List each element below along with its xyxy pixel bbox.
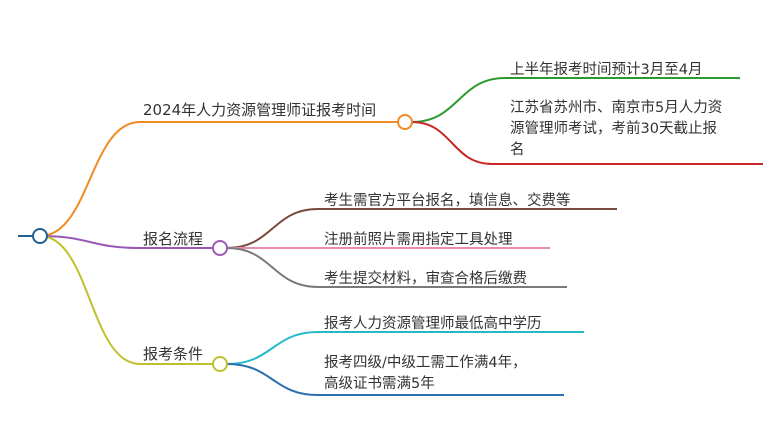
leaf-label: 考生提交材料，审查合格后缴费 (324, 269, 527, 287)
leaf-label: 报考四级/中级工需工作满4年， (324, 354, 527, 371)
node-layer: 2024年人力资源管理师证报考时间 上半年报考时间预计3月至4月江苏省苏州市、南京… (32, 61, 722, 392)
branch-connector (39, 121, 141, 237)
leaf-label: 上半年报考时间预计3月至4月 (510, 61, 702, 78)
leaf-connector (226, 247, 319, 288)
branch-node-circle[interactable] (212, 240, 228, 256)
branch-label: 报考条件 (143, 345, 203, 363)
branch-node-circle[interactable] (397, 114, 413, 130)
branch-label: 2024年人力资源管理师证报考时间 (143, 101, 376, 119)
leaf-label: 报考人力资源管理师最低高中学历 (324, 315, 542, 332)
branch-node-circle[interactable] (212, 356, 228, 372)
leaf-connector (226, 331, 319, 365)
leaf-label: 江苏省苏州市、南京市5月人力资 (510, 99, 722, 116)
leaf-connector (226, 208, 319, 249)
branch-connector (39, 235, 141, 365)
branch-label: 报名流程 (143, 230, 203, 248)
branch-connector (39, 235, 141, 249)
root-node-circle[interactable] (32, 228, 48, 244)
leaf-label: 注册前照片需用指定工具处理 (324, 231, 513, 248)
leaf-label: 考生需官方平台报名，填信息、交费等 (324, 191, 571, 209)
leaf-connector (226, 363, 319, 396)
leaf-connector (411, 121, 493, 165)
leaf-label: 名 (510, 141, 525, 158)
leaf-connector (411, 77, 506, 123)
leaf-label: 源管理师考试，考前30天截止报 (510, 120, 717, 137)
connector-layer (18, 77, 763, 396)
leaf-label: 高级证书需满5年 (324, 375, 435, 392)
